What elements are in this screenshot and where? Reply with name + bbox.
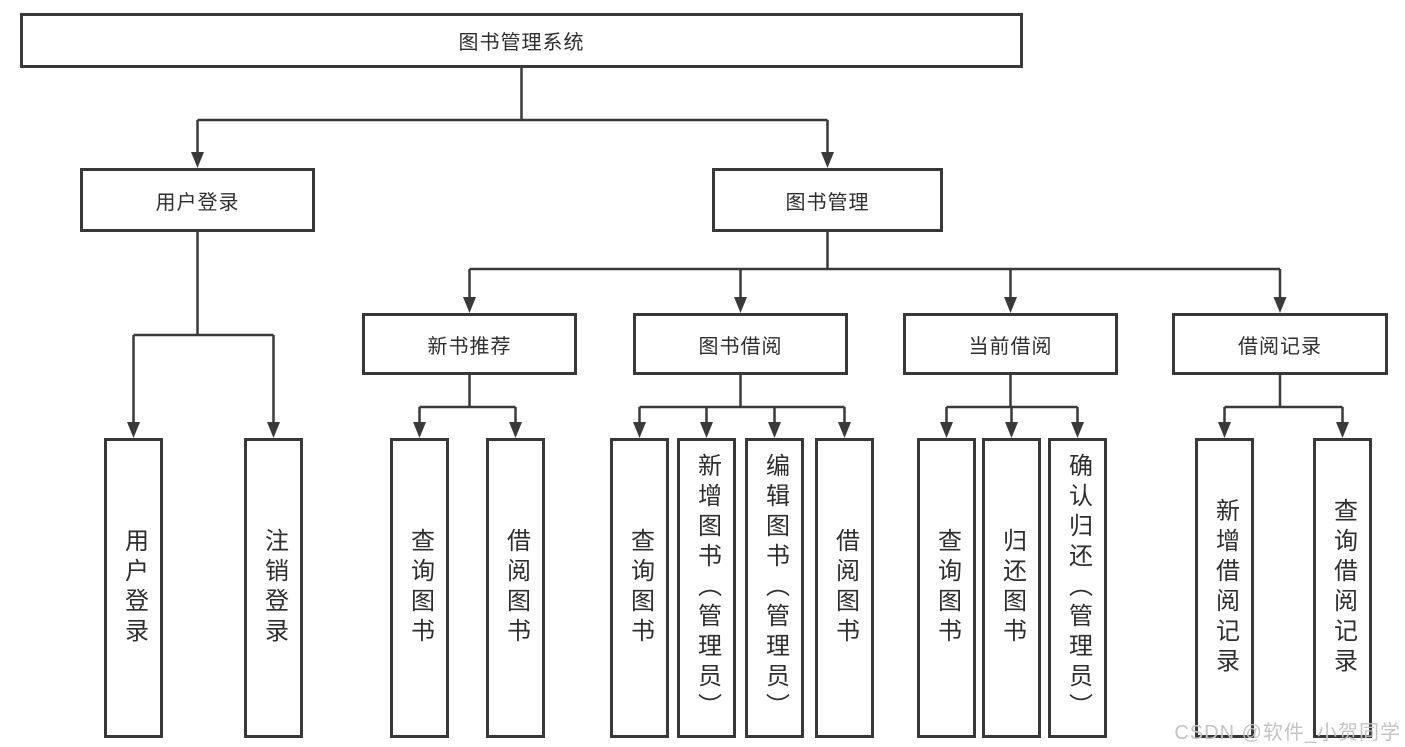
leaf-borrow-books-2: 借阅图书 xyxy=(815,438,874,738)
leaf-return-books: 归还图书 xyxy=(982,438,1041,738)
arrowheads xyxy=(127,152,1349,438)
leaf-query-books-1: 查询图书 xyxy=(390,438,449,738)
node-borrowing-records: 借阅记录 xyxy=(1172,313,1388,375)
leaf-user-login: 用户登录 xyxy=(104,438,163,738)
leaf-query-borrow-record: 查询借阅记录 xyxy=(1313,438,1372,738)
leaf-add-books-admin: 新增图书（管理员） xyxy=(677,438,736,738)
node-book-borrowing: 图书借阅 xyxy=(633,313,848,375)
node-current-borrowing: 当前借阅 xyxy=(903,313,1118,375)
leaf-query-books-2: 查询图书 xyxy=(610,438,669,738)
node-library-system: 图书管理系统 xyxy=(20,13,1023,68)
leaf-borrow-books-1: 借阅图书 xyxy=(486,438,545,738)
leaf-logout: 注销登录 xyxy=(244,438,303,738)
node-book-management: 图书管理 xyxy=(712,168,943,232)
leaf-confirm-return-admin: 确认归还（管理员） xyxy=(1048,438,1107,738)
leaf-add-borrow-record: 新增借阅记录 xyxy=(1195,438,1254,738)
node-user-login: 用户登录 xyxy=(80,168,315,232)
node-new-book-recommend: 新书推荐 xyxy=(362,313,577,375)
leaf-edit-books-admin: 编辑图书（管理员） xyxy=(745,438,804,738)
csdn-watermark: CSDN @软件_小贺同学 xyxy=(1174,722,1401,744)
leaf-query-books-3: 查询图书 xyxy=(917,438,976,738)
